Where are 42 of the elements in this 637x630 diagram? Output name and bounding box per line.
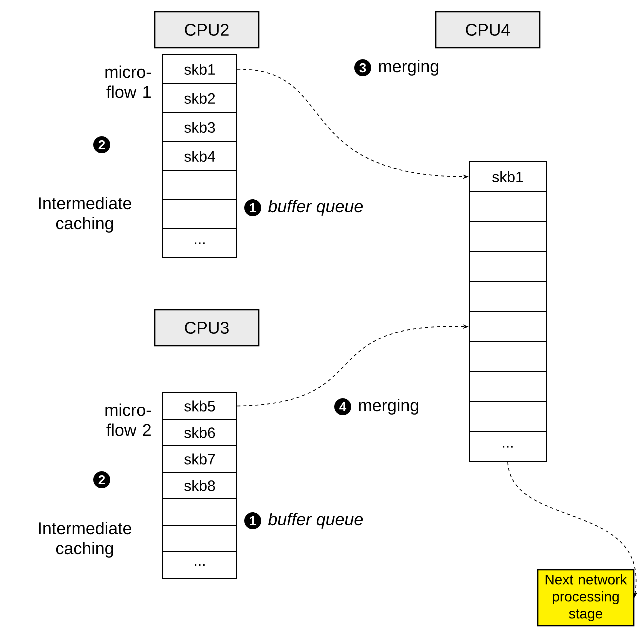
queue-cell: skb7 — [162, 446, 238, 473]
step-label: buffer queue — [268, 513, 364, 529]
queue-cell: skb1 — [162, 54, 238, 84]
step-number-badge: 3 — [354, 60, 372, 76]
queue-cell — [469, 282, 547, 312]
queue-cell — [469, 192, 547, 222]
queue-cell — [162, 498, 238, 526]
queue-cell: skb2 — [162, 84, 238, 114]
step-label: merging — [379, 60, 439, 76]
queue-cell — [469, 312, 547, 342]
queue-cell: skb4 — [162, 142, 238, 172]
cpu-box: CPU4 — [435, 11, 541, 49]
step-label: Intermediate caching — [39, 522, 132, 558]
step-number-badge: 4 — [334, 398, 352, 416]
queue-cell — [162, 170, 238, 200]
step-number-badge: 1 — [244, 512, 262, 530]
queue-cell — [469, 222, 547, 252]
step-number-badge: 1 — [244, 200, 262, 216]
queue-cell: ... — [162, 228, 238, 258]
cpu-box: CPU2 — [154, 11, 260, 49]
queue-cell — [469, 342, 547, 372]
queue-cell — [469, 402, 547, 432]
queue-cell: skb5 — [162, 392, 238, 420]
queue-cell — [162, 525, 238, 552]
step-number-badge: 2 — [94, 136, 110, 154]
queue-cell — [469, 252, 547, 282]
flow-label: micro-flow 2 — [106, 404, 152, 436]
step-number-badge: 2 — [94, 472, 110, 488]
step-label: merging — [359, 399, 419, 415]
step-label: buffer queue — [268, 200, 364, 216]
queue-cell: skb8 — [162, 472, 238, 500]
queue-cell: skb1 — [469, 162, 547, 192]
flow-label: micro-flow 1 — [106, 66, 152, 98]
cpu-box: CPU3 — [154, 309, 260, 347]
queue-cell: skb3 — [162, 112, 238, 142]
queue-cell: ... — [162, 552, 238, 579]
queue-cell — [162, 200, 238, 230]
queue-cell: ... — [469, 432, 547, 462]
queue-cell — [469, 372, 547, 402]
step-label: Intermediate caching — [39, 197, 132, 233]
stage-box: Next network processing stage — [537, 569, 635, 627]
queue-cell: skb6 — [162, 419, 238, 446]
